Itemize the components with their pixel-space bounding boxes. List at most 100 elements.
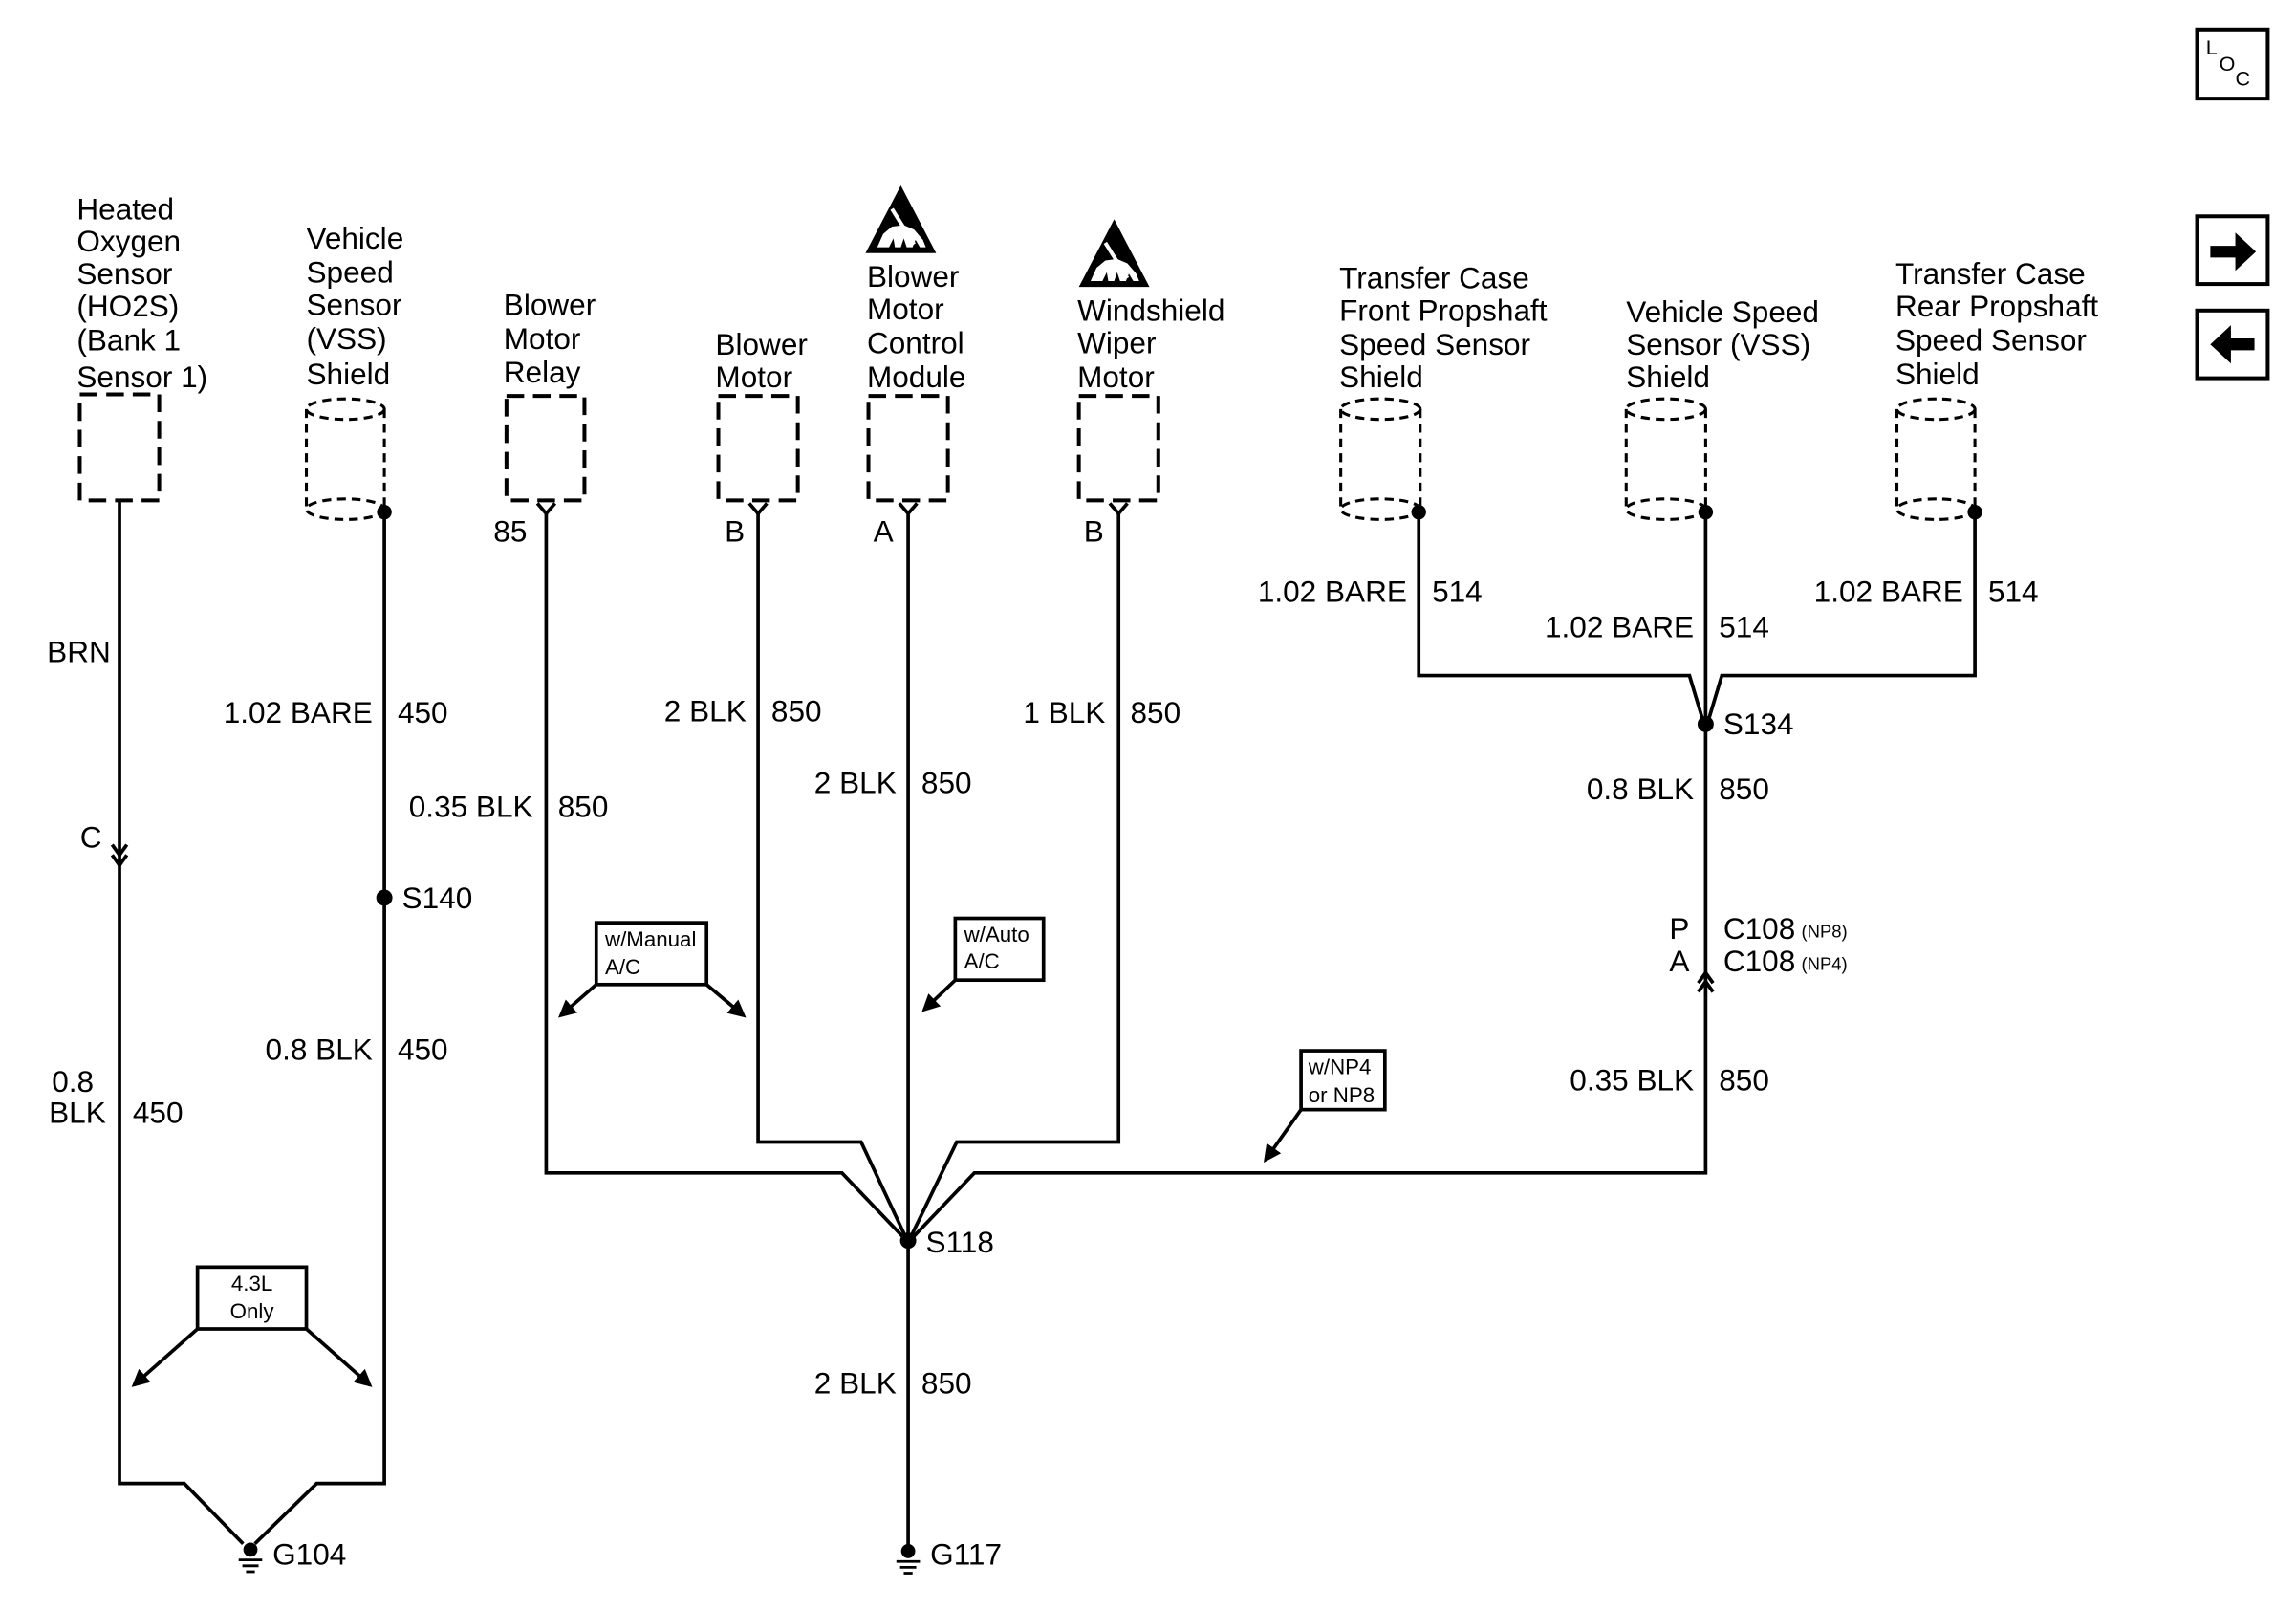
- terminal-connector: [898, 502, 919, 517]
- component-blower-motor: Blower Motor B: [715, 327, 807, 548]
- component-label: Relay: [504, 355, 581, 389]
- shield-bottom: [304, 497, 386, 521]
- wire-size-color-label: 0.8 BLK: [266, 1032, 373, 1066]
- back-button[interactable]: [2195, 308, 2270, 381]
- shield-top: [1624, 397, 1707, 422]
- ground-label: G104: [272, 1536, 346, 1571]
- wire-vss-to-g104: [253, 511, 386, 1546]
- wire-size-color-label: 0.35 BLK: [1570, 1063, 1694, 1098]
- shield-symbol: [304, 397, 386, 521]
- wire-color-label: BLK: [49, 1095, 106, 1129]
- connector-name: C108: [1723, 944, 1795, 978]
- shield-bottom: [1624, 497, 1707, 521]
- connector-option: (NP4): [1801, 953, 1847, 973]
- forward-button[interactable]: [2195, 214, 2270, 287]
- component-label: Vehicle Speed: [1626, 294, 1819, 329]
- component-label: Vehicle: [307, 221, 404, 255]
- option-box: [594, 921, 709, 987]
- pin-label: B: [1084, 513, 1104, 548]
- connector-chevron: [110, 843, 129, 859]
- component-tc-rear-shield: Transfer Case Rear Propshaft Speed Senso…: [1895, 256, 2098, 521]
- component-label: (HO2S): [76, 289, 179, 323]
- component-label: Front Propshaft: [1339, 294, 1548, 328]
- option-arrow: [305, 1327, 373, 1387]
- loc-button[interactable]: L O C: [2195, 27, 2270, 101]
- circuit-number: 850: [921, 1366, 972, 1401]
- esd-warning-icon: [1079, 219, 1150, 287]
- component-label: Motor: [1077, 359, 1155, 394]
- splice-label: S118: [926, 1225, 994, 1259]
- splice-label: S140: [402, 881, 473, 915]
- option-arrow: [921, 978, 957, 1012]
- wire-size-color-label: 1 BLK: [1023, 695, 1105, 729]
- wire-size-color-label: 1.02 BARE: [1814, 575, 1963, 609]
- loc-button-frame[interactable]: [2195, 27, 2270, 101]
- option-text: w/Manual: [604, 927, 696, 951]
- wire-size-color-label: 1.02 BARE: [224, 695, 373, 729]
- component-tc-front-shield: Transfer Case Front Propshaft Speed Sens…: [1339, 261, 1548, 521]
- option-text: w/Auto: [964, 923, 1029, 946]
- component-label: Sensor (VSS): [1626, 327, 1810, 361]
- option-arrow: [558, 983, 597, 1018]
- component-label: Sensor 1): [76, 359, 207, 394]
- connector-cavity-label: C: [80, 820, 102, 855]
- component-box: [504, 394, 587, 503]
- connector-chevron: [1697, 978, 1715, 993]
- component-label: Speed Sensor: [1895, 322, 2087, 357]
- component-label: Oxygen: [76, 224, 181, 258]
- component-label: Motor: [867, 292, 944, 326]
- wire-size-color-label: 1.02 BARE: [1258, 575, 1407, 609]
- wire-size-color-label: 0.35 BLK: [409, 789, 533, 823]
- wire-size-color-label: 1.02 BARE: [1545, 610, 1694, 644]
- wire-size-color-label: 2 BLK: [814, 1366, 897, 1401]
- loc-letter-c: C: [2236, 66, 2251, 90]
- wire-tc-front-to-s134: [1417, 511, 1705, 721]
- shield-top: [1339, 397, 1422, 422]
- wire-s134-to-s118: [911, 724, 1708, 1239]
- component-box: [716, 394, 800, 503]
- option-text: or NP8: [1309, 1083, 1375, 1107]
- option-text: A/C: [605, 955, 640, 979]
- component-label: Rear Propshaft: [1895, 289, 2098, 323]
- pin-label: 85: [493, 513, 527, 548]
- loc-letter-l: L: [2206, 35, 2218, 59]
- option-text: Only: [230, 1299, 275, 1323]
- wire-wiper-to-s118: [909, 513, 1121, 1237]
- connector-name: C108: [1723, 911, 1795, 946]
- wire-blower-motor-to-s118: [756, 513, 907, 1237]
- wire-color-label: BRN: [47, 635, 111, 669]
- component-label: Blower: [867, 259, 959, 294]
- arrow-left-icon: [2210, 325, 2255, 364]
- component-label: Module: [867, 359, 965, 394]
- component-windshield-wiper-motor: Windshield Wiper Motor B: [1076, 219, 1224, 548]
- circuit-number: 450: [133, 1095, 184, 1129]
- option-text: 4.3L: [231, 1272, 272, 1295]
- option-text: w/NP4: [1308, 1055, 1372, 1079]
- circuit-number: 850: [1131, 695, 1181, 729]
- circuit-number: 514: [1988, 575, 2039, 609]
- component-vss-shield-left: Vehicle Speed Sensor (VSS) Shield: [304, 221, 404, 521]
- component-label: Shield: [1339, 359, 1423, 394]
- option-box: [1299, 1049, 1387, 1112]
- component-blower-motor-control-module: Blower Motor Control Module A: [865, 185, 965, 548]
- component-box: [77, 392, 162, 503]
- connector-chevron: [110, 854, 129, 869]
- option-note-manual-ac: w/Manual A/C: [558, 921, 747, 1018]
- terminal-connector: [747, 502, 769, 517]
- circuit-number: 514: [1719, 610, 1769, 644]
- pin-label: A: [874, 513, 894, 548]
- component-label: Motor: [504, 321, 581, 356]
- connector-chevron: [1697, 969, 1715, 985]
- shield-top: [1895, 397, 1977, 422]
- wire-ho2s-to-g104: [118, 501, 245, 1546]
- component-label: Shield: [1895, 357, 1980, 391]
- esd-warning-icon: [865, 185, 936, 253]
- component-ho2s: Heated Oxygen Sensor (HO2S) (Bank 1 Sens…: [76, 191, 207, 503]
- component-blower-motor-relay: Blower Motor Relay 85: [493, 287, 596, 548]
- connector-option: (NP8): [1801, 922, 1847, 942]
- option-box: [195, 1265, 309, 1331]
- component-label: Shield: [307, 357, 391, 391]
- component-label: Control: [867, 325, 964, 359]
- component-label: Shield: [1626, 359, 1710, 394]
